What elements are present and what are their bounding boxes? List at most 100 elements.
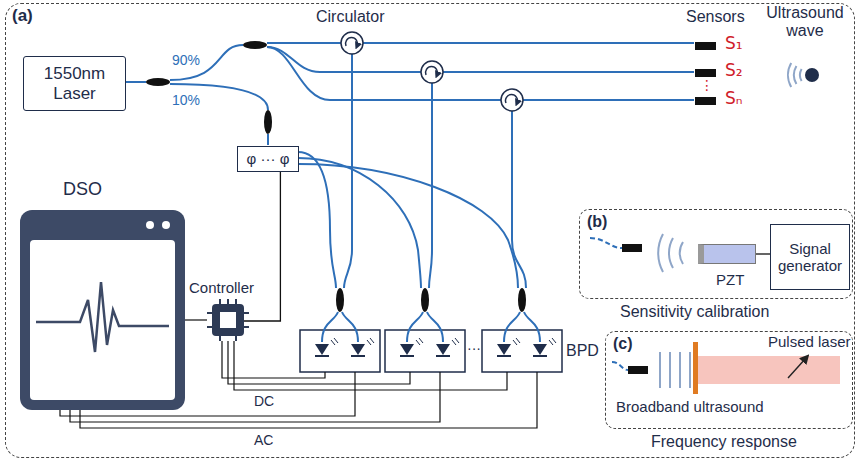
balanced-photodetector xyxy=(300,330,380,372)
circulator xyxy=(341,32,363,54)
balanced-photodetector xyxy=(70,372,440,422)
component-label: Circulator xyxy=(316,8,384,26)
circulator xyxy=(341,32,523,111)
sensor: S₁ xyxy=(695,42,716,50)
component-label: Sensors xyxy=(686,8,745,26)
balanced-photodetector xyxy=(497,355,511,357)
oscilloscope xyxy=(36,282,169,352)
circulator xyxy=(501,89,523,111)
oscilloscope: DSO xyxy=(21,211,186,411)
inset-c-setup xyxy=(628,366,648,374)
balanced-photodetector xyxy=(504,312,520,342)
balanced-photodetector xyxy=(228,341,410,384)
node-label: Signal generator xyxy=(774,240,846,275)
circulator xyxy=(426,67,438,75)
optical-fiber xyxy=(170,84,268,110)
balanced-photodetector xyxy=(482,330,562,372)
phase-modulator-box: φ ··· φ xyxy=(237,146,299,172)
sensor: S₂ xyxy=(695,69,716,77)
inset-c-setup xyxy=(788,358,806,378)
node-label: DSO xyxy=(63,179,102,200)
control-wire xyxy=(244,172,280,321)
balanced-photodetector xyxy=(513,338,520,345)
fiber-coupler xyxy=(146,78,170,86)
balanced-photodetector xyxy=(436,355,450,357)
inset-b-setup xyxy=(669,238,673,268)
optical-fiber xyxy=(125,81,146,83)
node-label: φ ··· φ xyxy=(247,150,290,167)
inset-c-setup xyxy=(660,352,690,388)
ultrasound-source xyxy=(794,66,796,84)
optical-fiber xyxy=(523,99,694,101)
balanced-photodetector xyxy=(315,344,329,355)
balanced-photodetector xyxy=(407,312,423,342)
optical-fiber xyxy=(125,43,694,288)
node-label: Sₙ xyxy=(725,89,743,109)
balanced-photodetector xyxy=(222,341,325,378)
node-label: PZT xyxy=(716,271,744,288)
fiber-coupler xyxy=(264,110,272,134)
inset-b-setup xyxy=(622,244,642,252)
balanced-photodetector xyxy=(421,288,429,312)
controller-chip xyxy=(213,305,243,335)
ultrasound-source xyxy=(805,68,819,82)
sensor: Sₙ xyxy=(695,97,716,105)
optical-fiber xyxy=(267,42,341,44)
inset-c-setup xyxy=(612,362,628,370)
node-label: S₁ xyxy=(725,34,743,54)
ultrasound-source xyxy=(788,63,791,87)
pzt-transducer: PZT xyxy=(698,244,756,264)
control-wire xyxy=(756,253,770,254)
balanced-photodetector xyxy=(80,372,537,428)
balanced-photodetector xyxy=(315,355,329,357)
node-label: S₂ xyxy=(725,61,743,81)
component-label: Pulsed laser xyxy=(768,333,851,350)
inset-b-setup xyxy=(590,238,622,248)
ellipsis: ⋮ xyxy=(700,77,714,93)
node-label: (a) xyxy=(12,6,33,26)
balanced-photodetector xyxy=(336,288,344,312)
controller-chip xyxy=(207,299,249,341)
signal-name: DC xyxy=(254,393,274,409)
signal-wire xyxy=(185,319,207,320)
fiber-coupler xyxy=(243,41,267,49)
oscilloscope xyxy=(30,240,175,400)
oscilloscope xyxy=(162,221,170,229)
balanced-photodetector xyxy=(385,330,465,372)
component-label: BPD xyxy=(566,342,599,360)
node-caption: Frequency response xyxy=(651,433,797,451)
signal-generator-box: Signal generator xyxy=(770,224,850,290)
inset-b-setup xyxy=(658,234,683,272)
optical-fiber xyxy=(298,164,518,288)
controller-chip xyxy=(220,312,236,328)
balanced-photodetector xyxy=(351,344,365,355)
oscilloscope xyxy=(20,210,185,410)
node-caption: Sensitivity calibration xyxy=(620,303,769,321)
balanced-photodetector xyxy=(60,288,562,428)
inset-panel: PZTSignal generator(b)Sensitivity calibr… xyxy=(579,209,853,299)
optical-fiber xyxy=(267,47,501,100)
balanced-photodetector xyxy=(533,344,547,355)
balanced-photodetector xyxy=(518,288,526,312)
circulator xyxy=(421,61,443,83)
node-label: (b) xyxy=(587,213,607,231)
optical-fiber xyxy=(298,152,336,288)
source-label: Ultrasound wave xyxy=(762,4,848,41)
ultrasound-source xyxy=(800,69,802,81)
balanced-photodetector xyxy=(331,338,338,345)
ellipsis: ··· xyxy=(467,340,481,356)
circulator xyxy=(346,38,358,46)
laser-box: 1550nm Laser xyxy=(23,56,126,111)
balanced-photodetector xyxy=(436,344,450,355)
component-label: Broadband ultrasound xyxy=(616,398,764,415)
fiber-coupler xyxy=(146,41,272,134)
oscilloscope xyxy=(146,221,154,229)
inset-b-setup xyxy=(658,234,663,272)
balanced-photodetector xyxy=(452,338,459,345)
optical-fiber xyxy=(267,134,269,145)
balanced-photodetector xyxy=(234,341,507,390)
inset-b-setup xyxy=(590,234,683,272)
controller-chip xyxy=(207,299,249,341)
signal-wire xyxy=(185,319,207,320)
